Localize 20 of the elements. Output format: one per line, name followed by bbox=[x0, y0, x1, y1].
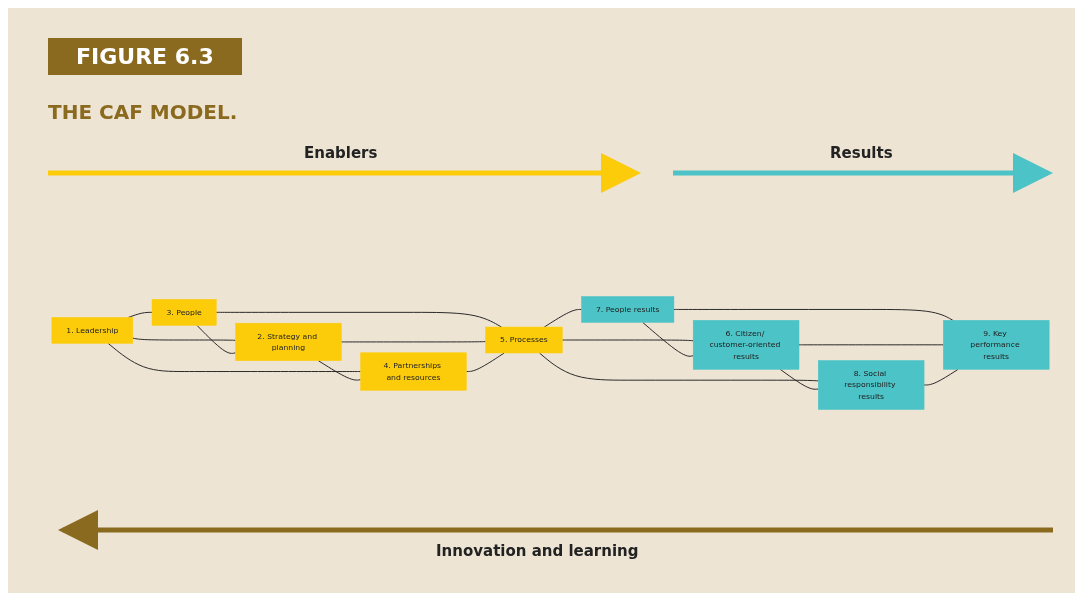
connector bbox=[779, 368, 819, 390]
connector bbox=[132, 337, 236, 341]
connector bbox=[538, 352, 819, 382]
diagram-title: THE CAF MODEL. bbox=[48, 100, 238, 124]
connector bbox=[340, 341, 487, 343]
section-heading: Results bbox=[830, 144, 893, 162]
connector bbox=[543, 309, 582, 328]
connector bbox=[107, 342, 362, 372]
connector bbox=[642, 321, 694, 357]
connector bbox=[798, 344, 944, 346]
connector bbox=[923, 368, 959, 386]
connector bbox=[317, 360, 362, 381]
section-heading: Enablers bbox=[304, 144, 378, 162]
connector bbox=[561, 339, 694, 342]
connector bbox=[215, 311, 502, 328]
connector bbox=[673, 309, 954, 321]
figure-label: FIGURE 6.3 bbox=[48, 38, 242, 75]
connector bbox=[196, 324, 236, 354]
connector bbox=[465, 352, 505, 372]
section-heading: Innovation and learning bbox=[436, 542, 639, 560]
